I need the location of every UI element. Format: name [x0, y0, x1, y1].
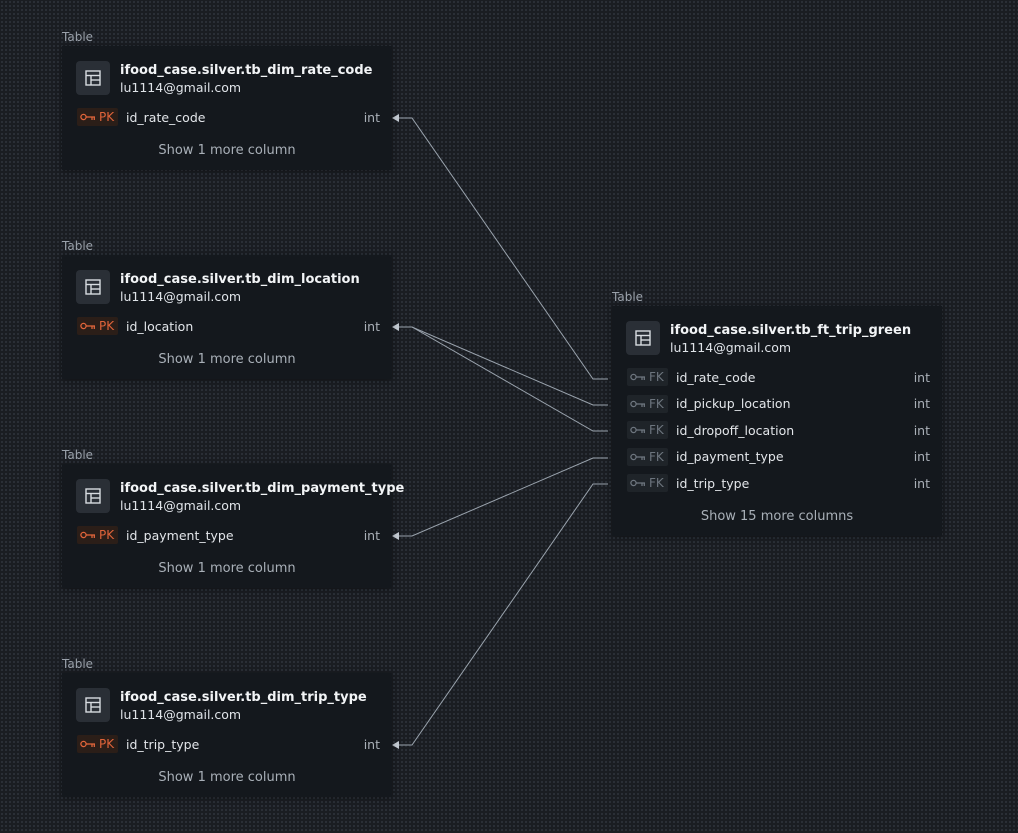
column-row-id-pickup-location[interactable]: FK id_pickup_location int: [612, 391, 942, 418]
column-row[interactable]: PK id_payment_type int: [62, 522, 392, 549]
table-icon: [626, 321, 660, 355]
table-card-dim-rate-code[interactable]: ifood_case.silver.tb_dim_rate_code lu111…: [62, 46, 392, 170]
table-card-header: ifood_case.silver.tb_ft_trip_green lu111…: [612, 306, 942, 364]
foreign-key-badge: FK: [627, 474, 668, 492]
key-label: FK: [649, 423, 664, 437]
arrow-trip-type: [392, 741, 399, 749]
column-type: int: [363, 527, 380, 543]
table-card-header: ifood_case.silver.tb_dim_payment_type lu…: [62, 464, 404, 522]
table-owner: lu1114@gmail.com: [120, 498, 242, 513]
key-label: PK: [99, 110, 115, 124]
column-name: id_pickup_location: [676, 396, 791, 412]
table-icon: [76, 270, 110, 304]
table-card-dim-location[interactable]: ifood_case.silver.tb_dim_location lu1114…: [62, 255, 392, 379]
column-type: int: [913, 369, 930, 385]
column-name: id_trip_type: [126, 736, 200, 752]
column-row[interactable]: PK id_location int: [62, 313, 392, 340]
table-owner: lu1114@gmail.com: [120, 707, 242, 722]
table-name[interactable]: ifood_case.silver.tb_dim_trip_type: [120, 690, 367, 705]
column-name: id_payment_type: [676, 449, 784, 465]
column-type: int: [913, 422, 930, 438]
key-icon: [80, 740, 95, 748]
column-row[interactable]: PK id_rate_code int: [62, 104, 392, 131]
primary-key-badge: PK: [77, 108, 119, 126]
key-label: FK: [649, 476, 664, 490]
primary-key-badge: PK: [77, 317, 119, 335]
key-label: FK: [649, 449, 664, 464]
table-card-fact-trip-green[interactable]: ifood_case.silver.tb_ft_trip_green lu111…: [612, 306, 942, 536]
table-owner: lu1114@gmail.com: [120, 289, 242, 304]
edge-trip-type: [395, 483, 608, 746]
edge-pickup-location: [395, 326, 608, 406]
key-label: FK: [649, 370, 664, 384]
key-icon: [630, 373, 645, 381]
node-kind-label: Table: [62, 239, 94, 253]
column-name: id_location: [126, 318, 194, 334]
column-row-id-payment-type[interactable]: FK id_payment_type int: [612, 444, 942, 471]
key-label: PK: [99, 528, 115, 542]
column-name: id_trip_type: [676, 475, 750, 491]
edge-dropoff-location: [395, 326, 608, 432]
table-name[interactable]: ifood_case.silver.tb_dim_location: [120, 272, 360, 287]
column-type: int: [913, 396, 930, 412]
column-name: id_payment_type: [126, 527, 234, 543]
foreign-key-badge: FK: [627, 368, 668, 386]
table-owner: lu1114@gmail.com: [670, 340, 792, 355]
key-icon: [630, 426, 645, 434]
key-icon: [80, 531, 95, 539]
node-kind-label: Table: [62, 30, 94, 44]
key-label: PK: [99, 319, 115, 333]
key-icon: [80, 113, 95, 121]
primary-key-badge: PK: [77, 526, 119, 544]
column-row-id-trip-type[interactable]: FK id_trip_type int: [612, 470, 942, 497]
foreign-key-badge: FK: [627, 394, 668, 413]
arrow-payment-type: [392, 532, 399, 540]
column-name: id_rate_code: [676, 369, 756, 385]
foreign-key-badge: FK: [627, 421, 668, 439]
show-more-columns-button[interactable]: Show 1 more column: [62, 770, 392, 785]
table-card-dim-payment-type[interactable]: ifood_case.silver.tb_dim_payment_type lu…: [62, 464, 404, 588]
node-kind-label: Table: [62, 657, 94, 671]
key-icon: [630, 479, 645, 487]
column-row[interactable]: PK id_trip_type int: [62, 731, 392, 758]
show-more-columns-button[interactable]: Show 1 more column: [62, 561, 392, 576]
table-name[interactable]: ifood_case.silver.tb_dim_rate_code: [120, 63, 373, 78]
node-kind-label: Table: [612, 290, 644, 304]
show-more-columns-button[interactable]: Show 1 more column: [62, 352, 392, 367]
arrow-location: [392, 323, 399, 331]
key-label: PK: [99, 737, 115, 751]
column-row-id-dropoff-location[interactable]: FK id_dropoff_location int: [612, 417, 942, 444]
table-card-header: ifood_case.silver.tb_dim_trip_type lu111…: [62, 673, 392, 731]
key-icon: [80, 322, 95, 330]
table-card-dim-trip-type[interactable]: ifood_case.silver.tb_dim_trip_type lu111…: [62, 673, 392, 797]
edge-payment-type: [395, 457, 608, 537]
column-type: int: [363, 109, 380, 125]
table-card-header: ifood_case.silver.tb_dim_rate_code lu111…: [62, 46, 392, 104]
column-name: id_rate_code: [126, 109, 206, 125]
column-row-id-rate-code[interactable]: FK id_rate_code int: [612, 364, 942, 391]
table-icon: [76, 61, 110, 95]
primary-key-badge: PK: [77, 735, 119, 753]
column-type: int: [363, 736, 380, 752]
table-name[interactable]: ifood_case.silver.tb_ft_trip_green: [670, 323, 912, 338]
show-more-columns-button[interactable]: Show 1 more column: [62, 143, 392, 158]
show-more-columns-button[interactable]: Show 15 more columns: [612, 509, 942, 524]
key-icon: [630, 400, 645, 407]
foreign-key-badge: FK: [627, 447, 668, 466]
edge-rate-code: [395, 117, 608, 380]
column-type: int: [363, 318, 380, 334]
table-icon: [76, 479, 110, 513]
arrow-rate-code: [392, 114, 399, 122]
table-icon: [76, 688, 110, 722]
table-card-header: ifood_case.silver.tb_dim_location lu1114…: [62, 255, 392, 313]
key-label: FK: [649, 396, 664, 411]
table-name[interactable]: ifood_case.silver.tb_dim_payment_type: [120, 481, 405, 496]
node-kind-label: Table: [62, 448, 94, 462]
column-type: int: [913, 475, 930, 491]
table-owner: lu1114@gmail.com: [120, 80, 242, 95]
column-name: id_dropoff_location: [676, 422, 795, 438]
key-icon: [630, 453, 645, 460]
column-type: int: [913, 449, 930, 465]
